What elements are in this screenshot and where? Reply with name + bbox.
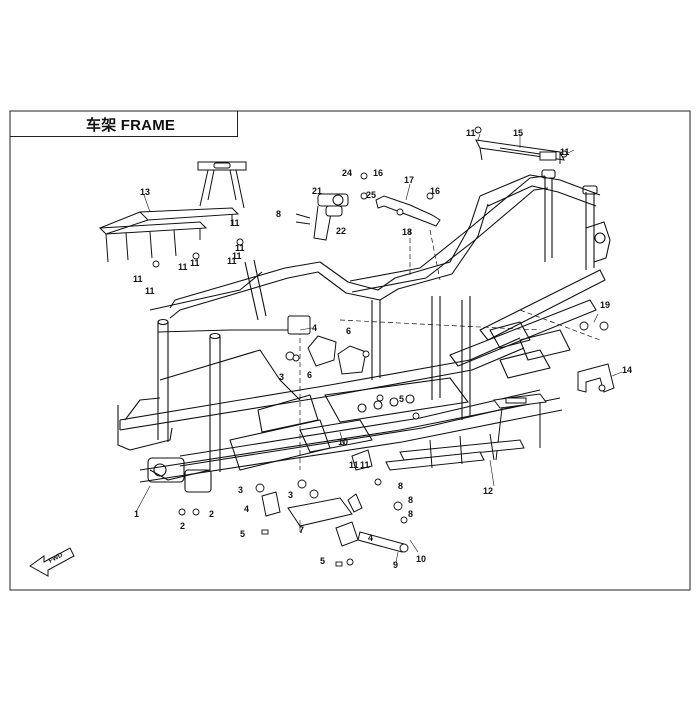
callout-15: 15: [513, 128, 523, 138]
callout-12: 12: [483, 486, 493, 496]
callout-8: 8: [398, 481, 403, 491]
callout-10: 10: [416, 554, 426, 564]
callout-11: 11: [560, 147, 570, 157]
steering-bracket: [295, 193, 349, 241]
rear-rack: [385, 393, 547, 471]
callout-1: 1: [134, 509, 139, 519]
callout-11: 11: [178, 262, 188, 272]
callout-5: 5: [399, 394, 404, 404]
callout-5: 5: [320, 556, 325, 566]
fwd-arrow-badge: FWD: [29, 547, 75, 577]
callout-3: 3: [279, 372, 284, 382]
callout-17: 17: [404, 175, 414, 185]
callout-6: 6: [346, 326, 351, 336]
callout-21: 21: [312, 186, 322, 196]
callout-11: 11: [227, 256, 237, 266]
fasteners: [152, 126, 609, 567]
callout-22: 22: [336, 226, 346, 236]
callout-11: 11: [466, 128, 476, 138]
title-box: [10, 111, 238, 137]
callout-3: 3: [288, 490, 293, 500]
callout-19: 19: [600, 300, 610, 310]
callout-6: 6: [307, 370, 312, 380]
leader-lines: [135, 133, 623, 563]
callout-11: 11: [232, 251, 242, 261]
sheet-border: [9, 110, 691, 591]
callout-8: 8: [408, 509, 413, 519]
callout-16: 16: [373, 168, 383, 178]
callout-11: 11: [145, 286, 155, 296]
callout-11: 11: [190, 258, 200, 268]
callout-11: 11: [230, 218, 240, 228]
callout-11: 11: [349, 460, 359, 470]
callout-2: 2: [180, 521, 185, 531]
callout-9: 9: [393, 560, 398, 570]
callout-4: 4: [312, 323, 317, 333]
callout-8: 8: [408, 495, 413, 505]
seat-bracket: [375, 195, 441, 227]
callout-11: 11: [133, 274, 143, 284]
callout-10: 10: [338, 437, 348, 447]
page-title: 车架 FRAME: [86, 117, 176, 134]
callout-7: 7: [299, 525, 304, 535]
callout-2: 2: [209, 509, 214, 519]
callout-16: 16: [430, 186, 440, 196]
callout-3: 3: [238, 485, 243, 495]
callout-8: 8: [276, 209, 281, 219]
callout-4: 4: [244, 504, 249, 514]
lower-brackets: [261, 449, 409, 553]
callout-11: 11: [235, 243, 245, 253]
callout-4: 4: [368, 533, 373, 543]
callout-24: 24: [342, 168, 352, 178]
rear-bracket-top: [475, 139, 565, 164]
fwd-arrow-icon: [29, 547, 75, 577]
main-frame: [117, 169, 611, 493]
callout-5: 5: [240, 529, 245, 539]
front-rack-bracket: [98, 161, 247, 263]
callout-25: 25: [366, 190, 376, 200]
rear-hitch-bracket: [577, 363, 615, 393]
engine-mounts: [285, 315, 367, 375]
callout-18: 18: [402, 227, 412, 237]
callout-14: 14: [622, 365, 632, 375]
callout-13: 13: [140, 187, 150, 197]
callout-11: 11: [360, 460, 370, 470]
